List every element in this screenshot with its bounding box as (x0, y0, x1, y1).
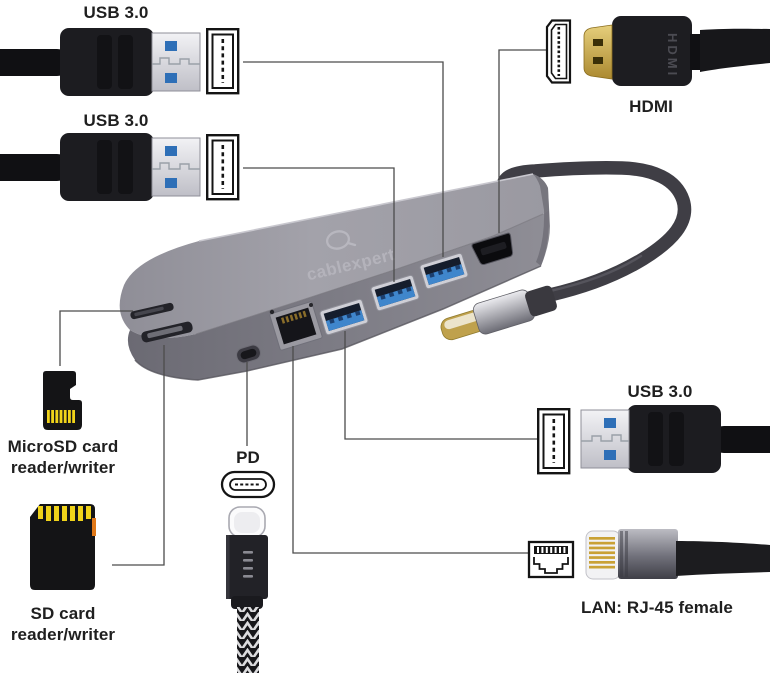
label-microsd: MicroSD card reader/writer (7, 437, 119, 477)
lan-led-dot-2 (309, 303, 313, 307)
label-usb3-top-1: USB 3.0 (83, 3, 149, 22)
usb-c-connector (440, 285, 557, 341)
hub-microsd-slot (130, 302, 174, 320)
label-lan: LAN: RJ-45 female (581, 598, 733, 617)
rj45-port-icon (527, 540, 575, 579)
usb-a-plug-1 (0, 27, 201, 97)
microsd-card (43, 371, 82, 430)
hdmi-plug-marking: HDMI (665, 33, 680, 78)
leader-usb3-2 (243, 167, 395, 282)
leader-hdmi (498, 49, 546, 233)
lan-led-dot (269, 309, 275, 315)
leader-usb3-right (344, 331, 537, 440)
usb-a-plug-2 (0, 132, 201, 202)
label-usb3-right: USB 3.0 (627, 382, 693, 401)
hub-device: cablexpert (119, 173, 550, 381)
sd-card (30, 504, 96, 590)
hdmi-port-icon (545, 19, 572, 84)
hub-usb-c-pd-port (236, 344, 261, 364)
label-sd: SD card reader/writer (10, 604, 116, 644)
usb-a-plug-3 (580, 404, 770, 474)
usb-c-host-cable (496, 160, 692, 302)
leader-lines (59, 49, 546, 566)
hub-sd-slot (141, 321, 193, 343)
usb-a-port-icon-2 (205, 133, 240, 201)
hub-hdmi-port (471, 232, 514, 266)
pd-usb-c-cable (226, 506, 268, 673)
label-hdmi: HDMI (629, 97, 673, 116)
leader-sd (112, 345, 165, 566)
hub-lan-port (269, 301, 323, 351)
usb-a-port-icon-1 (205, 27, 240, 95)
rj45-plug (585, 529, 770, 580)
leader-usb3-1 (243, 61, 444, 257)
label-usb3-top-2: USB 3.0 (83, 111, 149, 130)
leader-microsd (59, 310, 133, 366)
sd-lock-slider (92, 518, 96, 536)
usb-c-port-icon (220, 470, 276, 499)
label-pd: PD (236, 448, 260, 467)
leader-lan (292, 346, 528, 554)
usb-a-port-icon-3 (536, 407, 571, 475)
hdmi-plug: HDMI (583, 16, 770, 86)
